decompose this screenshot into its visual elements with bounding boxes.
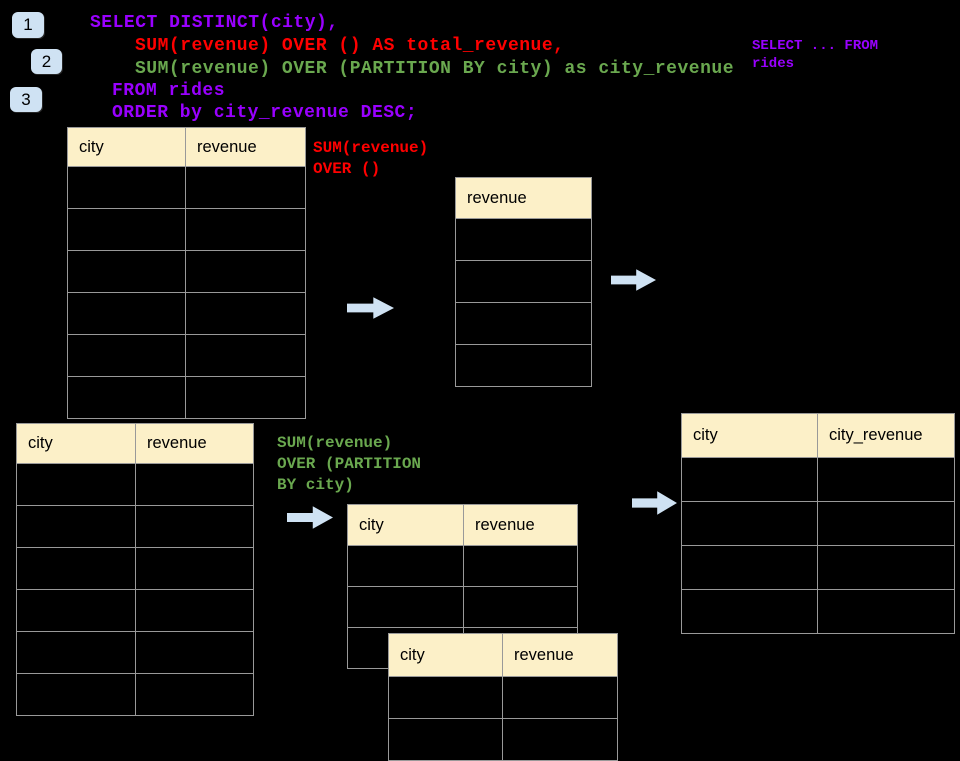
table-row [16, 505, 254, 548]
table-row [681, 501, 955, 546]
table-row [16, 547, 254, 590]
table-total-revenue-result: revenue [455, 177, 592, 387]
empty-cell [185, 292, 306, 335]
table-row [67, 208, 306, 251]
empty-cell [681, 545, 818, 590]
empty-cell [67, 376, 186, 419]
empty-cell [502, 718, 618, 761]
empty-cell [135, 673, 254, 716]
column-header-city: city [347, 504, 464, 546]
column-header-revenue: revenue [135, 423, 254, 464]
empty-cell [16, 505, 136, 548]
table-source-top: city revenue [67, 127, 306, 419]
empty-cell [388, 676, 503, 719]
empty-cell [455, 344, 592, 387]
empty-cell [135, 463, 254, 506]
table-row [347, 586, 578, 628]
empty-cell [16, 673, 136, 716]
column-header-revenue: revenue [455, 177, 592, 219]
column-header-revenue: revenue [502, 633, 618, 677]
empty-cell [388, 718, 503, 761]
code-line-order-by: ORDER by city_revenue DESC; [112, 103, 418, 123]
step-badge-2: 2 [31, 49, 62, 74]
empty-cell [135, 547, 254, 590]
table-row [16, 463, 254, 506]
empty-cell [817, 589, 955, 634]
empty-cell [185, 334, 306, 377]
empty-cell [817, 501, 955, 546]
empty-cell [185, 208, 306, 251]
empty-cell [347, 586, 464, 628]
annotation-over-all: SUM(revenue) OVER () [313, 139, 429, 178]
empty-cell [135, 631, 254, 674]
code-line-city-revenue: SUM(revenue) OVER (PARTITION BY city) as… [135, 59, 734, 79]
table-row [455, 344, 592, 387]
empty-cell [16, 463, 136, 506]
empty-cell [455, 302, 592, 345]
empty-cell [681, 589, 818, 634]
empty-cell [135, 589, 254, 632]
code-line-select: SELECT DISTINCT(city), [90, 13, 339, 33]
table-row [681, 545, 955, 590]
empty-cell [67, 334, 186, 377]
table-row [455, 260, 592, 303]
table-row [681, 589, 955, 634]
empty-cell [185, 166, 306, 209]
flow-arrow-icon-to-total [347, 297, 394, 319]
table-row [16, 631, 254, 674]
table-partition-front: city revenue [388, 633, 618, 761]
empty-cell [16, 589, 136, 632]
table-row [16, 673, 254, 716]
column-header-city: city [388, 633, 503, 677]
annotation-over-partition: SUM(revenue) OVER (PARTITION BY city) [277, 434, 422, 494]
table-city-revenue-result: city city_revenue [681, 413, 955, 634]
column-header-city: city [67, 127, 186, 167]
empty-cell [67, 208, 186, 251]
table-row [67, 166, 306, 209]
flow-arrow-icon-to-partition [287, 506, 333, 529]
table-row [67, 376, 306, 419]
empty-cell [67, 166, 186, 209]
column-header-city: city [16, 423, 136, 464]
table-row [67, 250, 306, 293]
table-row [67, 292, 306, 335]
empty-cell [817, 545, 955, 590]
empty-cell [817, 457, 955, 502]
table-row [67, 334, 306, 377]
code-line-total-revenue: SUM(revenue) OVER () AS total_revenue, [135, 36, 565, 56]
empty-cell [463, 586, 578, 628]
flow-arrow-icon-to-city-result [632, 491, 677, 515]
table-source-bottom: city revenue [16, 423, 254, 716]
empty-cell [347, 545, 464, 587]
empty-cell [681, 457, 818, 502]
table-row [16, 589, 254, 632]
step-badge-3: 3 [10, 87, 42, 112]
side-note-select-from-rides: SELECT ... FROM rides [752, 38, 879, 72]
step-badge-1: 1 [12, 12, 44, 38]
table-row [347, 545, 578, 587]
empty-cell [135, 505, 254, 548]
empty-cell [185, 376, 306, 419]
empty-cell [185, 250, 306, 293]
column-header-city: city [681, 413, 818, 458]
empty-cell [67, 250, 186, 293]
empty-cell [16, 547, 136, 590]
empty-cell [16, 631, 136, 674]
flow-arrow-icon-from-total [611, 269, 656, 291]
column-header-revenue: revenue [185, 127, 306, 167]
table-row [681, 457, 955, 502]
table-row [388, 718, 618, 761]
empty-cell [67, 292, 186, 335]
column-header-revenue: revenue [463, 504, 578, 546]
table-row [388, 676, 618, 719]
code-line-from: FROM rides [112, 81, 226, 101]
empty-cell [463, 545, 578, 587]
empty-cell [455, 260, 592, 303]
column-header-city-revenue: city_revenue [817, 413, 955, 458]
empty-cell [681, 501, 818, 546]
table-row [455, 218, 592, 261]
empty-cell [502, 676, 618, 719]
table-row [455, 302, 592, 345]
empty-cell [455, 218, 592, 261]
